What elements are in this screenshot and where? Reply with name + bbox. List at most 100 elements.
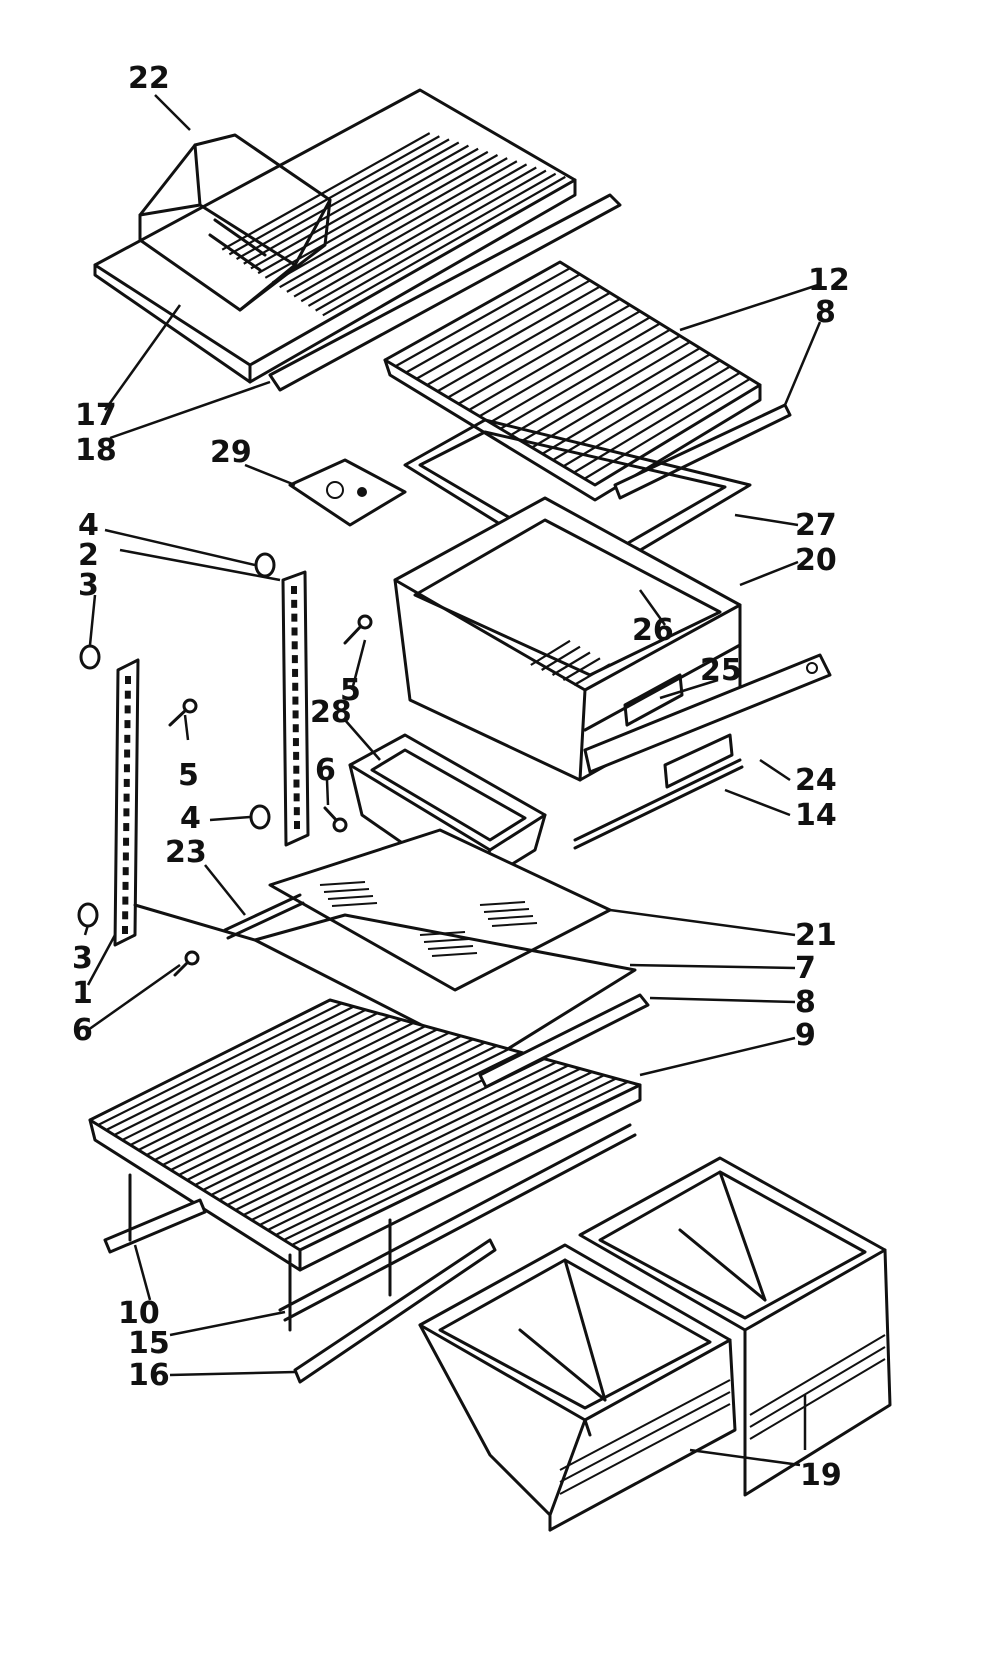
part-1-upright xyxy=(113,658,140,947)
wire-bar xyxy=(431,952,478,957)
slot-hole xyxy=(292,738,299,747)
wire-bar xyxy=(137,1018,403,1151)
wire-bar xyxy=(154,1025,426,1161)
wire-bar xyxy=(271,154,499,284)
wire-bar xyxy=(279,157,508,289)
wire-bar xyxy=(499,328,671,430)
wire-bar xyxy=(105,1005,355,1131)
wire-bar xyxy=(530,639,571,666)
part-20-crisper-drawer xyxy=(393,496,742,782)
wire-bar xyxy=(250,144,469,270)
slot-hole xyxy=(124,749,131,758)
callout-17: 17 xyxy=(75,398,117,433)
callout-23: 23 xyxy=(165,835,207,870)
slot-hole xyxy=(292,668,299,677)
part-2-upright xyxy=(281,570,310,847)
wire-bar xyxy=(457,304,631,405)
slot-hole xyxy=(124,720,131,729)
callout-27: 27 xyxy=(795,508,837,543)
slot-hole xyxy=(291,627,298,636)
callout-8-upper: 8 xyxy=(815,295,836,330)
part-18-rail xyxy=(268,193,622,392)
part-14-rod xyxy=(573,758,744,850)
wire-bar xyxy=(426,285,601,386)
callout-25: 25 xyxy=(700,653,742,688)
slot-hole xyxy=(293,765,300,774)
wire-bar xyxy=(322,175,566,317)
wire-bar xyxy=(228,135,440,256)
part-24-drawer-front xyxy=(583,653,832,789)
wire-bar xyxy=(178,1034,462,1176)
callout-3-lower: 3 xyxy=(72,941,93,976)
slot-hole xyxy=(122,911,129,920)
part-21-glass-panel xyxy=(268,828,612,992)
wire-bar xyxy=(242,1061,558,1216)
slot-hole xyxy=(123,778,130,787)
wire-bar xyxy=(323,888,370,893)
callout-29: 29 xyxy=(210,435,252,470)
slot-hole xyxy=(293,751,300,760)
slot-hole xyxy=(293,807,300,816)
slot-hole xyxy=(122,852,129,861)
slot-hole xyxy=(292,682,299,691)
wire-bar xyxy=(319,881,366,886)
slot-hole xyxy=(291,641,298,650)
slot-hole xyxy=(124,734,131,743)
slot-hole xyxy=(123,808,130,817)
wire-bar xyxy=(479,901,526,906)
slot-hole xyxy=(294,821,300,829)
part-28-small-bin xyxy=(348,733,547,892)
shelf-side-supports xyxy=(288,1218,392,1332)
slot-hole xyxy=(123,837,130,846)
part-10-shelf-support xyxy=(103,1173,207,1254)
wire-bar xyxy=(236,138,450,261)
callout-3-upper: 3 xyxy=(78,568,99,603)
slot-hole xyxy=(292,724,299,733)
wire-bar xyxy=(243,141,460,265)
callout-19: 19 xyxy=(800,1458,842,1493)
slot-hole xyxy=(291,655,298,664)
wire-bar xyxy=(286,160,518,293)
callout-15: 15 xyxy=(128,1326,170,1361)
wire-bar xyxy=(267,1070,593,1231)
wire-bar xyxy=(221,132,431,251)
part-15-rod xyxy=(278,1123,637,1322)
slot-hole xyxy=(291,586,297,594)
wire-bar xyxy=(331,902,378,907)
leader-lines xyxy=(83,94,822,1467)
slot-hole xyxy=(124,705,131,714)
wire-bar xyxy=(121,1012,379,1141)
slot-hole xyxy=(291,599,298,608)
slot-hole xyxy=(122,896,129,905)
wire-bar xyxy=(307,169,547,307)
wire-bar xyxy=(97,1002,343,1126)
wire-bar xyxy=(113,1008,367,1136)
slot-hole xyxy=(122,926,128,934)
callout-6-lower: 6 xyxy=(72,1013,93,1048)
wire-bar xyxy=(202,1044,498,1191)
callout-8-lower: 8 xyxy=(795,985,816,1020)
wire-bar xyxy=(194,1041,486,1186)
part-23-rod xyxy=(223,893,305,940)
wire-bar xyxy=(573,663,611,686)
callout-12: 12 xyxy=(808,263,850,298)
callout-21: 21 xyxy=(795,918,837,953)
callout-28: 28 xyxy=(310,695,352,730)
callout-2: 2 xyxy=(78,538,99,573)
wire-bar xyxy=(551,651,591,676)
wire-bar xyxy=(405,273,581,374)
slot-hole xyxy=(125,676,131,684)
slot-hole xyxy=(122,867,129,876)
wire-bar xyxy=(415,279,591,380)
part-16-rod xyxy=(293,1238,497,1384)
callout-14: 14 xyxy=(795,798,837,833)
wire-bar xyxy=(162,1028,438,1166)
wire-bar xyxy=(541,353,711,455)
wire-bar xyxy=(487,915,534,920)
callout-4-upper: 4 xyxy=(78,508,99,543)
wire-bar xyxy=(489,322,661,424)
wire-bar xyxy=(749,1358,886,1440)
callout-5-right: 5 xyxy=(340,673,361,708)
